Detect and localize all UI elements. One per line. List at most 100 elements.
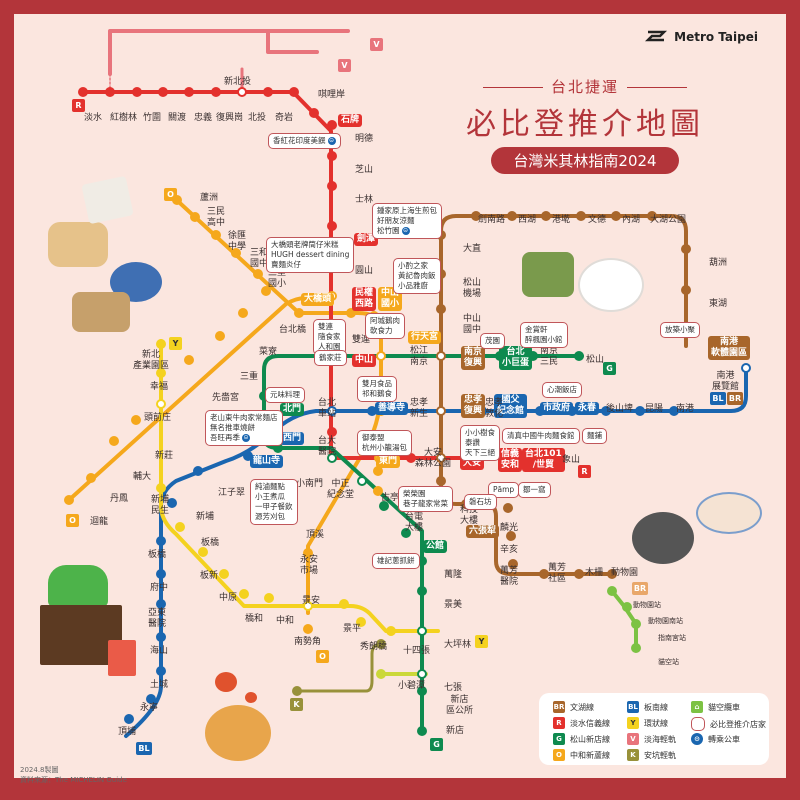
station-nanjing-fuxing[interactable]: 南京 復興 (461, 346, 486, 370)
station-sanmin[interactable]: 三民 高中 (207, 207, 226, 228)
station-zhongxiao-fuxing[interactable]: 忠孝 復興 (461, 394, 486, 418)
station-xinbeitou[interactable]: 新北投 (224, 77, 252, 87)
station-city-hall[interactable]: 市政府 (540, 402, 574, 415)
station-shisizhang[interactable]: 十四張 (403, 646, 431, 656)
station-zhuwei[interactable]: 竹圍 (143, 113, 162, 123)
station-zhishan[interactable]: 芝山 (355, 165, 374, 175)
station-guting[interactable]: 古亭 (381, 493, 400, 503)
station-arena[interactable]: 台北 小巨蛋 (499, 346, 533, 370)
station-daan-park[interactable]: 大安 森林公園 (415, 448, 452, 469)
restaurant-bubble-ximen[interactable]: 老山東牛肉家常麵店 無名推車燒餅 吾旺再季⊝ (205, 410, 283, 446)
station-yongchun[interactable]: 永春 (575, 402, 600, 415)
restaurant-bubble-daqiaotou[interactable]: 大橋頭老牌筒仔米糕 HUGH dessert dining 賣麵炎仔 (266, 237, 355, 273)
station-guandu[interactable]: 關渡 (168, 113, 187, 123)
station-xianse[interactable]: 先嗇宮 (212, 393, 240, 403)
station-xingfu[interactable]: 幸福 (150, 382, 169, 392)
station-cks[interactable]: 中正 紀念堂 (327, 479, 355, 500)
station-minquan[interactable]: 民權 西路 (352, 287, 377, 311)
station-xinpu-minsheng[interactable]: 新埔 民生 (151, 495, 170, 516)
restaurant-bubble-daan-park[interactable]: 榮榮園 巷子龍家常菜 (398, 486, 453, 512)
station-sanchong-es[interactable]: 三重 國小 (268, 268, 287, 289)
station-taipei-bridge[interactable]: 台北橋 (279, 325, 307, 335)
station-dazhi[interactable]: 大直 (463, 244, 482, 254)
station-gondola-maokong[interactable]: 貓空站 (658, 658, 679, 666)
station-nangang-soft[interactable]: 南港 軟體園區 (708, 336, 751, 360)
station-mingde[interactable]: 明德 (355, 134, 374, 144)
station-xindian-office[interactable]: 新店 區公所 (446, 695, 474, 716)
station-houshanpi[interactable]: 後山埤 (606, 404, 634, 414)
station-xihu[interactable]: 西湖 (518, 215, 537, 225)
station-zhongshan[interactable]: 中山 (352, 354, 377, 367)
station-huzhou[interactable]: 葫洲 (709, 258, 728, 268)
station-nangang-exh[interactable]: 南港 展覽館 (712, 371, 740, 392)
restaurant-bubble-shandao[interactable]: 雙月食品 祁和鵝食 (357, 376, 397, 402)
station-dingpu[interactable]: 頂埔 (118, 727, 137, 737)
station-sun-yat-sen[interactable]: 國父 紀念館 (494, 394, 528, 418)
restaurant-bubble-dongmen[interactable]: 御泰盟 杭州小籠湯包 (357, 430, 412, 456)
station-banqiao-y[interactable]: 板橋 (201, 538, 220, 548)
station-dahu[interactable]: 大湖公園 (650, 215, 687, 225)
station-xinpu[interactable]: 新埔 (196, 512, 215, 522)
station-ntuh[interactable]: 台大 醫院 (318, 436, 337, 457)
station-tech-bldg[interactable]: 科技 大樓 (460, 505, 479, 526)
station-xiaobitan[interactable]: 小碧潭 (398, 681, 426, 691)
station-fuzhong[interactable]: 府中 (150, 583, 169, 593)
station-tucheng[interactable]: 土城 (150, 680, 169, 690)
station-wanfang-comm[interactable]: 萬芳 社區 (548, 563, 567, 584)
station-wende[interactable]: 文德 (588, 215, 607, 225)
restaurant-bubble-sun-yat-sen[interactable]: 清真中國牛肉麵食館 (502, 428, 580, 444)
station-gondola-zhinan[interactable]: 指南宮站 (658, 634, 686, 642)
station-cailiao[interactable]: 菜寮 (259, 347, 278, 357)
station-qiaohe[interactable]: 橋和 (245, 614, 264, 624)
station-hongshulin[interactable]: 紅樹林 (110, 113, 138, 123)
restaurant-bubble-beimen[interactable]: 元味料理 (265, 387, 305, 403)
restaurant-bubble-xingtian[interactable]: 阿城鵝肉 軟食力 (365, 313, 405, 339)
station-sanhe[interactable]: 三和 國中 (250, 248, 269, 269)
station-qizhang[interactable]: 七張 (444, 683, 463, 693)
station-donghu[interactable]: 東湖 (709, 299, 728, 309)
restaurant-bubble-xinyi-anhe[interactable]: Pāmp (488, 482, 520, 498)
station-gondola-zoo-south[interactable]: 動物園南站 (648, 617, 683, 625)
station-yongning[interactable]: 永寧 (140, 703, 159, 713)
station-taipei-main[interactable]: 台北 車站 (318, 398, 337, 419)
station-shandao[interactable]: 善導寺 (375, 402, 409, 415)
restaurant-bubble-arena[interactable]: 金賞軒 醉楓園小館 (520, 322, 568, 348)
station-zhongxiao-xinsheng[interactable]: 忠孝 新生 (410, 398, 429, 419)
station-zhongxiao-dunhua[interactable]: 忠孝 敦化 (485, 398, 504, 419)
restaurant-bubble-shipai[interactable]: 香紅花印度美饌⊝ (268, 133, 341, 149)
station-neihu[interactable]: 內湖 (622, 215, 641, 225)
station-zoo[interactable]: 動物園 (611, 568, 639, 578)
station-xiulang[interactable]: 秀朗橋 (360, 642, 388, 652)
station-banxin[interactable]: 板新 (200, 571, 219, 581)
station-linguang[interactable]: 麟光 (500, 523, 519, 533)
station-jiannan[interactable]: 劍南路 (478, 215, 506, 225)
station-songshan[interactable]: 松山 (586, 355, 605, 365)
station-xiaonanmen[interactable]: 小南門 (296, 479, 324, 489)
restaurant-bubble-city-hall[interactable]: 心潮飯店 (542, 382, 582, 398)
station-liuzhangli[interactable]: 六張犁 (466, 525, 500, 538)
station-songshan-airport[interactable]: 松山 機場 (463, 278, 482, 299)
station-gondola-zoo[interactable]: 動物園站 (633, 601, 661, 609)
station-qilian[interactable]: 唭哩岸 (318, 90, 346, 100)
station-yuanshan[interactable]: 圓山 (355, 266, 374, 276)
station-zhongyuan[interactable]: 中原 (219, 593, 238, 603)
station-xinyi-anhe[interactable]: 信義 安和 (498, 448, 523, 472)
station-nangang[interactable]: 南港 (676, 404, 695, 414)
station-beimen[interactable]: 北門 (280, 403, 305, 416)
station-shipai[interactable]: 石牌 (338, 114, 363, 127)
restaurant-bubble-nangang-soft[interactable]: 放築小聚 (660, 322, 700, 338)
station-haishan[interactable]: 海山 (150, 646, 169, 656)
station-qiyan[interactable]: 奇岩 (275, 113, 294, 123)
restaurant-bubble-liuzhangli[interactable]: 磐石坊 (464, 494, 497, 510)
station-jingping[interactable]: 景平 (343, 624, 362, 634)
station-taipower[interactable]: 台電 大樓 (405, 512, 424, 533)
station-nanshijiao[interactable]: 南勢角 (294, 637, 322, 647)
station-sanchong[interactable]: 三重 (240, 372, 259, 382)
station-shuanglian[interactable]: 雙連 (352, 335, 371, 345)
station-dapinglin[interactable]: 大坪林 (444, 640, 472, 650)
restaurant-bubble-zhongshan-es[interactable]: 小酌之家 黃記魯肉飯 小品雅廚 (393, 258, 441, 294)
station-dongmen[interactable]: 東門 (376, 455, 401, 468)
restaurant-bubble-zhongxiao-fuxing[interactable]: 小小樹食 泰讚 天下三絕 (460, 425, 500, 461)
station-zhonghe[interactable]: 中和 (276, 616, 295, 626)
station-danfeng[interactable]: 丹鳳 (110, 494, 129, 504)
